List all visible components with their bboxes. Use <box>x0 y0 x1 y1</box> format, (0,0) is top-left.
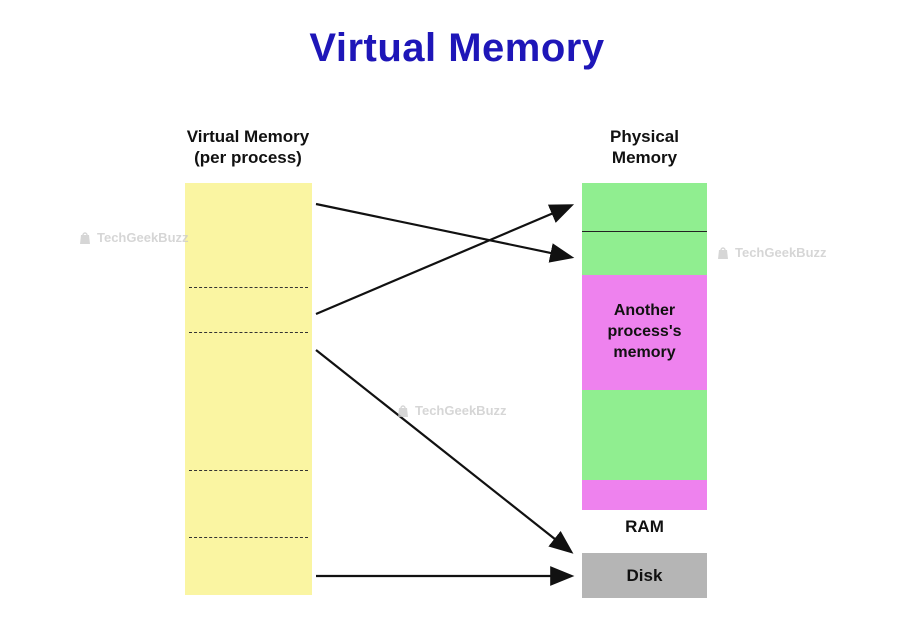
vm-page-divider <box>189 332 308 333</box>
techgeekbuzz-logo-icon <box>716 246 730 260</box>
disk-label: Disk <box>626 565 663 585</box>
watermark: TechGeekBuzz <box>716 245 827 260</box>
watermark: TechGeekBuzz <box>78 230 189 245</box>
watermark-text: TechGeekBuzz <box>415 403 507 418</box>
ram-frame-free-1 <box>582 183 707 232</box>
another-process-memory-label: Another process's memory <box>607 302 682 361</box>
ram-frame-another-process: Another process's memory <box>582 275 707 390</box>
vm-page-divider <box>189 537 308 538</box>
ram-frame-another-process-2 <box>582 480 707 510</box>
virtual-memory-label-line1: Virtual Memory <box>186 127 310 146</box>
ram-frame-free-3 <box>582 390 707 480</box>
watermark: TechGeekBuzz <box>396 403 507 418</box>
techgeekbuzz-logo-icon <box>78 231 92 245</box>
ram-frame-free-2 <box>582 232 707 275</box>
ram-label: RAM <box>625 517 664 536</box>
diagram-title: Virtual Memory <box>309 26 605 70</box>
physical-memory-block: Another process's memory <box>582 183 707 510</box>
physical-memory-label-line1: Physical <box>610 127 679 146</box>
virtual-memory-label-line2: (per process) <box>194 148 302 168</box>
arrow-vm-page2-to-ram-frame1 <box>315 204 575 316</box>
disk-block: Disk <box>582 553 707 598</box>
virtual-memory-block <box>185 183 312 595</box>
watermark-text: TechGeekBuzz <box>97 230 189 245</box>
vm-page-divider <box>189 287 308 288</box>
watermark-text: TechGeekBuzz <box>735 245 827 260</box>
arrow-vm-page3-to-disk <box>315 349 574 554</box>
physical-memory-label-line2: Memory <box>611 148 678 168</box>
vm-page-divider <box>189 470 308 471</box>
virtual-memory-column-label: Virtual Memory (per process) <box>158 126 338 169</box>
techgeekbuzz-logo-icon <box>396 404 410 418</box>
arrow-vm-page1-to-ram-frame2 <box>315 202 575 263</box>
physical-memory-column-label: Physical Memory <box>582 126 707 169</box>
